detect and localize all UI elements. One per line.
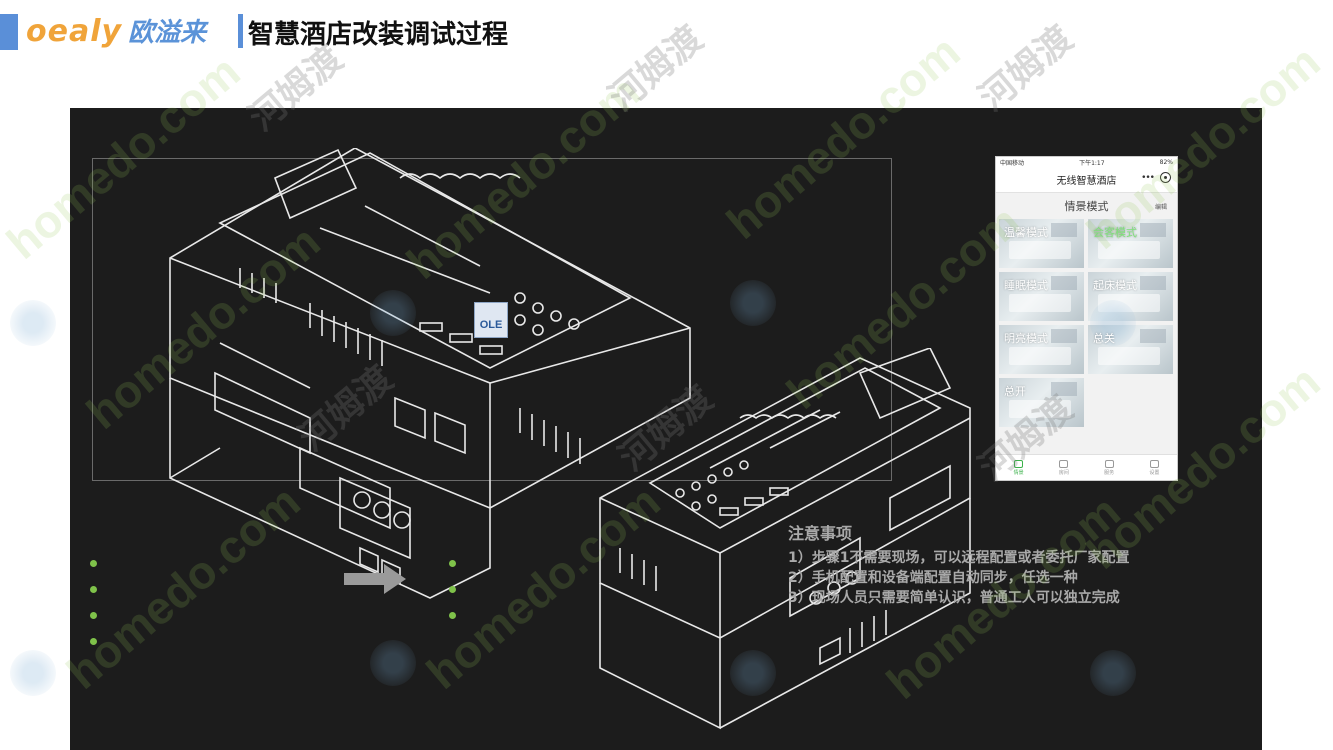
tab-rooms[interactable]: 房间: [1058, 459, 1069, 476]
settings-tab-icon: [1149, 459, 1159, 468]
tab-label: 服务: [1104, 469, 1115, 476]
scene-tile[interactable]: 总关: [1088, 325, 1173, 374]
scene-grid: 温馨模式 会客模式 睡眠模式 起床模式 明亮模式 总关 总开: [996, 219, 1177, 427]
brand-logo: oealy 欧溢来: [26, 12, 206, 49]
title-accent-bar: [238, 14, 243, 48]
right-arrow-icon: [344, 564, 406, 598]
left-accent-bar: [0, 14, 18, 50]
scene-header: 情景模式 编辑: [996, 193, 1177, 219]
selection-frame: [92, 158, 892, 481]
notes-line: 1）步骤1不需要现场，可以远程配置或者委托厂家配置: [788, 550, 1130, 566]
scene-tile[interactable]: 温馨模式: [999, 219, 1084, 268]
page-title: 智慧酒店改装调试过程: [248, 20, 509, 50]
bullet-dot: [90, 612, 97, 619]
scene-tile-label: 睡眠模式: [1004, 279, 1048, 292]
scene-tile[interactable]: 总开: [999, 378, 1084, 427]
more-icon[interactable]: •••: [1141, 172, 1155, 183]
tab-services[interactable]: 服务: [1104, 459, 1115, 476]
status-time: 下午1:17: [1079, 159, 1105, 167]
scene-tile-label: 温馨模式: [1004, 226, 1048, 239]
mini-program-capsule: •••: [1141, 172, 1171, 183]
bullet-dot: [449, 560, 456, 567]
scene-tile-label: 明亮模式: [1004, 332, 1048, 345]
controller-device-large: [160, 148, 720, 618]
phone-nav-bar: 无线智慧酒店 •••: [996, 167, 1177, 193]
scene-tile[interactable]: 起床模式: [1088, 272, 1173, 321]
watermark-flower-icon: [10, 650, 56, 696]
battery-text: 82%: [1159, 158, 1173, 166]
scene-tile[interactable]: 会客模式: [1088, 219, 1173, 268]
scene-tab-icon: [1014, 459, 1024, 468]
scene-tile-label: 起床模式: [1093, 279, 1137, 292]
scene-tile[interactable]: 睡眠模式: [999, 272, 1084, 321]
tab-label: 设置: [1149, 469, 1160, 476]
tab-label: 房间: [1058, 469, 1069, 476]
tab-scenes[interactable]: 情景: [1013, 459, 1024, 476]
bullet-dot: [90, 638, 97, 645]
room-tab-icon: [1059, 459, 1069, 468]
notes-line: 3）现场人员只需要简单认识，普通工人可以独立完成: [788, 590, 1120, 606]
bullet-dot: [90, 560, 97, 567]
watermark-cn: 河姆渡: [601, 18, 711, 120]
scene-tile-label: 总关: [1093, 332, 1115, 345]
service-tab-icon: [1104, 459, 1114, 468]
watermark-cn: 河姆渡: [971, 18, 1081, 120]
brand-cn: 欧溢来: [128, 18, 207, 48]
ole-label: OLE: [479, 319, 503, 331]
phone-status-bar: 中国移动 下午1:17 82%: [996, 157, 1177, 167]
notes-block: 注意事项 1）步骤1不需要现场，可以远程配置或者委托厂家配置 2）手机配置和设备…: [788, 520, 1129, 608]
tab-label: 情景: [1013, 469, 1024, 476]
brand-latin: oealy: [26, 14, 123, 49]
scene-title: 情景模式: [1064, 200, 1109, 213]
scene-tile-label: 总开: [1004, 385, 1026, 398]
app-title: 无线智慧酒店: [1056, 176, 1117, 187]
scene-tile[interactable]: 明亮模式: [999, 325, 1084, 374]
bullet-dot: [449, 612, 456, 619]
bullet-dot: [449, 586, 456, 593]
ole-object-icon[interactable]: OLE: [474, 302, 508, 338]
scene-tile-label: 会客模式: [1093, 226, 1137, 239]
watermark-flower-icon: [10, 300, 56, 346]
tab-settings[interactable]: 设置: [1149, 459, 1160, 476]
carrier-text: 中国移动: [1000, 159, 1025, 167]
phone-app-screenshot: 中国移动 下午1:17 82% 无线智慧酒店 ••• 情景模式 编辑 温馨模式 …: [995, 156, 1178, 481]
scene-edit-link[interactable]: 编辑: [1154, 204, 1167, 211]
controller-device-small: [590, 348, 1010, 748]
close-target-icon[interactable]: [1160, 172, 1171, 183]
notes-line: 2）手机配置和设备端配置自动同步，任选一种: [788, 570, 1078, 586]
notes-title: 注意事项: [788, 524, 853, 543]
phone-tab-bar: 情景 房间 服务 设置: [996, 454, 1177, 480]
bullet-dot: [90, 586, 97, 593]
